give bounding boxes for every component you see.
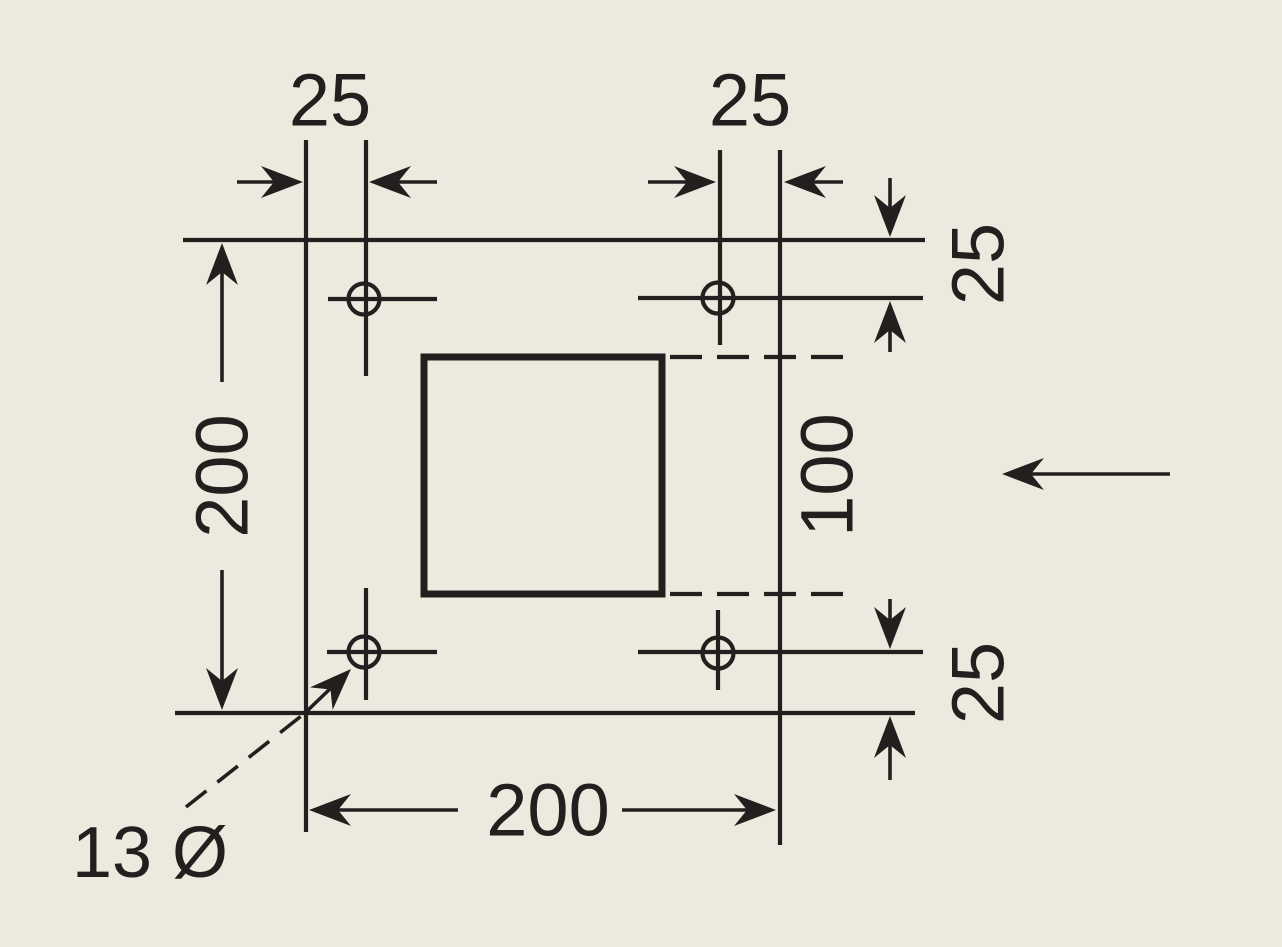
dim-top-left-25-arrowhead-left	[369, 166, 411, 198]
dim-left-200-arrowhead-down	[206, 668, 238, 710]
dim-top-left-25-arrowhead-right	[261, 166, 303, 198]
dim-right-lower-25-arrowhead-up	[874, 716, 906, 758]
dim-label-right-lower-25: 25	[937, 642, 1020, 724]
dim-top-right-25-arrowhead-right	[674, 166, 716, 198]
dim-label-left-200: 200	[181, 414, 264, 537]
dim-top-right-25-arrowhead-left	[784, 166, 826, 198]
dim-right-upper-25-arrowhead-up	[874, 301, 906, 343]
hole-callout-label: 13 Ø	[72, 813, 228, 893]
dim-right-upper-25-arrowhead-down	[874, 195, 906, 237]
dim-bottom-200-arrowhead-left	[309, 794, 351, 826]
hole-callout-leader-dashed	[184, 711, 307, 809]
dim-label-top-left-25: 25	[289, 59, 371, 142]
dim-label-column-100: 100	[786, 413, 869, 536]
column-outline-square	[420, 353, 666, 598]
dim-right-lower-25-arrowhead-down	[874, 607, 906, 649]
dim-label-right-upper-25: 25	[937, 223, 1020, 305]
bolt-hole-top-left	[346, 281, 382, 317]
load-direction-arrowhead-left	[1002, 458, 1044, 490]
bolt-hole-bottom-left	[346, 634, 382, 670]
dim-left-200-arrowhead-up	[206, 243, 238, 285]
hole-callout-leader-arrowhead	[310, 669, 351, 710]
bolt-hole-top-right	[700, 280, 736, 316]
dim-label-bottom-200: 200	[486, 769, 609, 852]
bolt-hole-bottom-right	[700, 635, 736, 671]
hole-callout-leader-solid	[304, 683, 336, 714]
dim-bottom-200-arrowhead-right	[734, 794, 776, 826]
dim-label-top-right-25: 25	[709, 59, 791, 142]
